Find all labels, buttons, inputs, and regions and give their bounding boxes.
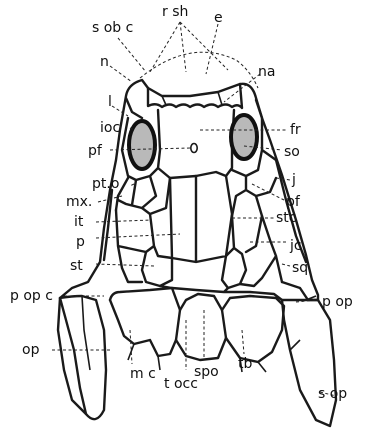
leader-pto [130, 184, 134, 186]
label-sobc: s ob c [92, 20, 133, 36]
label-p: p [76, 234, 85, 250]
right-orbit [231, 115, 257, 159]
leader-l [112, 106, 128, 116]
label-sop: s op [318, 386, 347, 402]
label-st: st [70, 258, 83, 274]
label-j: j [291, 172, 296, 188]
left-intertemporal [142, 214, 172, 286]
leader-p [96, 234, 180, 238]
right-preopercular-line [290, 296, 316, 350]
label-e: e [214, 10, 223, 26]
label-op: op [22, 342, 40, 358]
label-pf-left: pf [88, 143, 103, 159]
label-so: so [284, 144, 300, 160]
extrascapular-left [110, 288, 180, 356]
rostral-outline [140, 52, 258, 88]
label-tb: tb [238, 356, 252, 372]
extrascapular-middle [176, 294, 226, 360]
label-mx: mx. [66, 194, 92, 210]
label-jc: jc [289, 238, 302, 254]
leader-sobc [118, 38, 146, 72]
leader-st [96, 264, 154, 266]
leader-mc [130, 330, 132, 364]
leader-sq [282, 264, 290, 266]
label-mc: m c [130, 366, 156, 382]
label-it: it [74, 214, 84, 230]
extrascapular-right [222, 296, 284, 362]
left-pterotic [116, 178, 170, 214]
label-pop: p op [322, 294, 353, 310]
leader-e [206, 24, 218, 74]
label-pto: pt.o [92, 176, 119, 192]
label-ioc: ioc [100, 120, 120, 136]
label-fr: fr [290, 122, 301, 138]
parietal-bones [170, 176, 232, 262]
left-orbit [129, 121, 155, 169]
label-na: na [258, 64, 275, 80]
label-popc: p op c [10, 288, 53, 304]
label-l: l [108, 94, 112, 110]
pineal-foramen [191, 144, 197, 153]
label-stc: stc [276, 210, 296, 226]
right-postorbital [232, 190, 262, 216]
label-n: n [100, 54, 109, 70]
label-rsh: r sh [162, 4, 188, 20]
nasal-suture [162, 92, 222, 105]
leader-n [110, 66, 132, 82]
right-squamosal [240, 216, 282, 286]
left-suboperc-divide [82, 296, 90, 370]
postparietal-row [110, 286, 282, 300]
leader-tb [242, 330, 244, 354]
label-pf-right: pf [286, 194, 301, 210]
label-tocc: t occ [164, 376, 198, 392]
right-opercular [282, 300, 336, 426]
label-sq: sq [292, 260, 308, 276]
